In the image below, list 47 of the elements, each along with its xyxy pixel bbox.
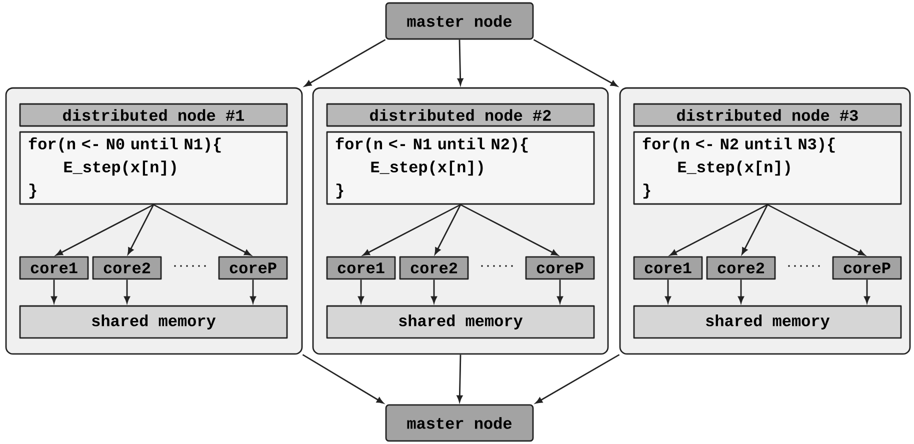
arrow [434, 204, 462, 254]
core-box: core2 [706, 256, 776, 280]
ellipsis-dots: ...... [174, 265, 206, 267]
heading-box: distributed node #1 [19, 103, 288, 127]
arrow [738, 280, 744, 304]
heading-box: distributed node #3 [633, 103, 902, 127]
arrow [302, 354, 384, 404]
arrow [56, 204, 154, 256]
master-node-box: master node [385, 404, 534, 442]
arrow [460, 204, 558, 256]
arrow [864, 280, 870, 304]
core-box: core1 [326, 256, 396, 280]
arrow [304, 39, 386, 87]
arrow [358, 280, 364, 304]
memory-box: shared memory [633, 305, 902, 339]
arrow [535, 354, 620, 404]
arrow [670, 204, 768, 256]
arrow [665, 280, 671, 304]
arrow [362, 204, 461, 256]
arrow [456, 354, 463, 402]
arrow [250, 280, 256, 304]
core-box: core1 [19, 256, 89, 280]
memory-box: shared memory [19, 305, 288, 339]
code-box: for(n <- N0 until N1){ E_step(x[n]) } [19, 131, 288, 205]
ellipsis-dots: ...... [481, 265, 513, 267]
code-box: for(n <- N2 until N3){ E_step(x[n]) } [633, 131, 902, 205]
arrow [51, 280, 57, 304]
code-box: for(n <- N1 until N2){ E_step(x[n]) } [326, 131, 595, 205]
arrow [431, 280, 437, 304]
arrow [557, 280, 563, 304]
arrow [767, 204, 866, 256]
core-box: core1 [633, 256, 703, 280]
arrow [457, 40, 464, 86]
arrow [533, 39, 618, 87]
heading-box: distributed node #2 [326, 103, 595, 127]
core-box: coreP [832, 256, 902, 280]
arrow [742, 204, 768, 254]
arrow [124, 280, 130, 304]
arrow [128, 204, 154, 254]
master-node-box: master node [385, 2, 534, 40]
ellipsis-dots: ...... [788, 265, 820, 267]
arrow [153, 204, 252, 256]
core-box: core2 [399, 256, 469, 280]
memory-box: shared memory [326, 305, 595, 339]
core-box: coreP [525, 256, 595, 280]
core-box: core2 [92, 256, 162, 280]
core-box: coreP [218, 256, 288, 280]
